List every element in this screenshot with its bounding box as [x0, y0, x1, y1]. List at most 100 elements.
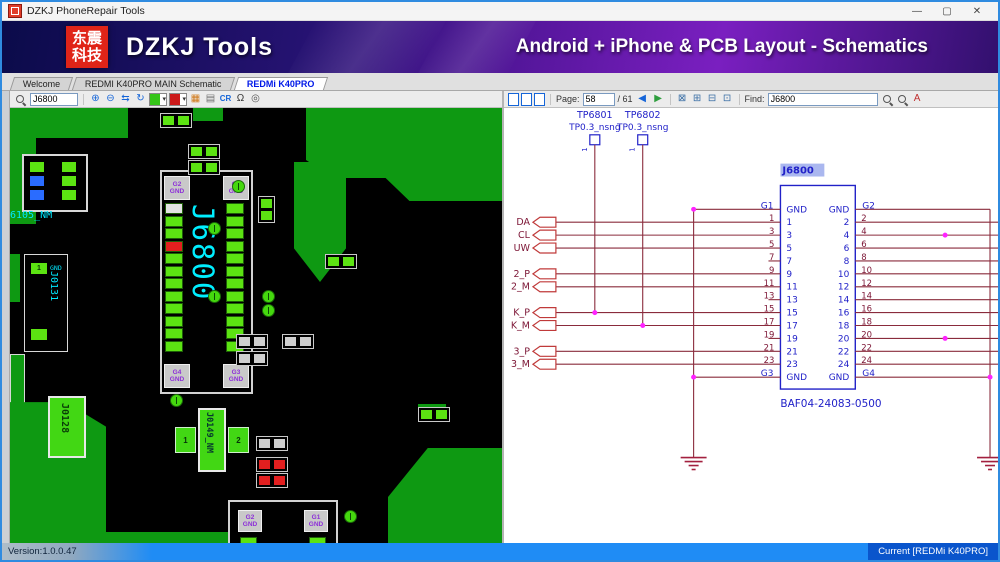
gnd-pad-g2[interactable]: G2 GND — [238, 510, 262, 532]
close-button[interactable]: ✕ — [972, 5, 982, 17]
pcb-pad[interactable] — [227, 216, 243, 226]
pcb-pad[interactable] — [227, 279, 243, 288]
pcb-pad[interactable] — [166, 341, 182, 351]
component-j0131[interactable]: 1 GND J0131 — [24, 254, 68, 352]
pcb-pad[interactable] — [227, 241, 243, 251]
print-icon[interactable] — [534, 92, 545, 106]
pcb-pad[interactable] — [227, 291, 243, 301]
pcb-pad[interactable] — [227, 329, 243, 338]
export-page-icon[interactable] — [508, 92, 519, 106]
pcb-pad[interactable] — [166, 204, 182, 213]
pcb-component[interactable] — [188, 144, 220, 159]
pcb-pad[interactable] — [227, 316, 243, 326]
pcb-search-input[interactable] — [30, 92, 78, 106]
flip-icon[interactable]: ⇆ — [121, 93, 130, 104]
fit-page-icon[interactable]: ⊠ — [677, 93, 687, 104]
pcb-component[interactable] — [256, 436, 288, 451]
rotate-icon[interactable]: ↻ — [136, 93, 145, 104]
pcb-component[interactable] — [160, 113, 192, 128]
pcb-pad[interactable] — [227, 254, 243, 263]
pcb-via — [208, 290, 221, 303]
layer-color-swatch[interactable]: ▾ — [149, 92, 167, 106]
minimize-button[interactable]: — — [912, 5, 922, 17]
pcb-connector-bottom[interactable]: G2 GND G1 GND — [228, 500, 338, 543]
pcb-component[interactable] — [418, 407, 450, 422]
pcb-component[interactable] — [325, 254, 357, 269]
copy-page-icon[interactable] — [521, 92, 532, 106]
pcb-toolbar: ⊕⊖⇆↻▾▾▦▤CRΩ◎ — [10, 91, 502, 108]
find-input[interactable] — [767, 92, 878, 106]
resistance-icon[interactable]: Ω — [236, 93, 245, 104]
pcb-component[interactable] — [256, 457, 288, 472]
tab-redmi-k40pro-main-schematic[interactable]: REDMI K40PRO MAIN Schematic — [72, 77, 236, 90]
component-j0128[interactable]: J0128 — [48, 396, 86, 458]
pcb-pad[interactable] — [227, 304, 243, 313]
toolbar-separator — [83, 93, 84, 105]
svg-text:12: 12 — [861, 278, 872, 288]
pcb-pad[interactable] — [166, 279, 182, 288]
pcb-pad[interactable] — [166, 229, 182, 238]
zoom-in-icon[interactable]: ⊕ — [91, 93, 100, 104]
component-6105[interactable] — [22, 154, 88, 212]
page-total: / 61 — [617, 94, 633, 104]
pcb-pad[interactable] — [166, 254, 182, 263]
pcb-pad[interactable] — [227, 229, 243, 238]
svg-text:2_P: 2_P — [513, 269, 530, 280]
gnd-pad-g2[interactable]: G2 GND — [164, 176, 190, 200]
component-j0149[interactable]: 1 J0149_NM 2 — [175, 408, 249, 472]
svg-text:17: 17 — [786, 321, 797, 331]
pcb-component[interactable] — [256, 473, 288, 488]
gnd-pad-g1[interactable]: G1 GND — [304, 510, 328, 532]
annotate-icon[interactable]: A — [913, 93, 921, 104]
component-6105-body — [24, 156, 86, 210]
svg-text:3_P: 3_P — [513, 346, 530, 357]
silkscreen-color-swatch[interactable]: ▾ — [169, 92, 187, 106]
prev-page-icon[interactable]: ◀ — [638, 93, 646, 104]
find-next-icon[interactable] — [881, 93, 894, 106]
grid-icon[interactable]: ▦ — [190, 93, 201, 104]
left-gutter — [2, 91, 10, 543]
zoom-in-icon[interactable]: ⊞ — [692, 93, 702, 104]
svg-text:G3: G3 — [761, 369, 774, 379]
pcb-pad[interactable] — [166, 316, 182, 326]
tab-redmi-k40pro[interactable]: REDMi K40PRO — [233, 77, 328, 90]
svg-text:23: 23 — [786, 360, 797, 370]
pcb-component[interactable] — [188, 160, 220, 175]
next-page-icon[interactable]: ▶ — [654, 93, 662, 104]
pcb-component[interactable] — [258, 196, 275, 223]
zoom-out-icon[interactable]: ⊟ — [707, 93, 717, 104]
pcb-pad[interactable] — [227, 266, 243, 276]
pcb-pad — [62, 176, 76, 186]
pcb-pad[interactable] — [166, 304, 182, 313]
pcb-component[interactable] — [282, 334, 314, 349]
pcb-pad[interactable] — [166, 329, 182, 338]
pcb-component[interactable] — [236, 351, 268, 366]
probe-icon[interactable]: ◎ — [251, 93, 260, 104]
pcb-pad[interactable] — [166, 266, 182, 276]
pcb-pad[interactable] — [227, 204, 243, 213]
svg-text:DA: DA — [516, 217, 530, 228]
pcb-canvas[interactable]: G2 GND G1 GND G4 GND G3 GND — [10, 108, 502, 543]
pcb-pad[interactable] — [166, 216, 182, 226]
pcb-via — [232, 180, 245, 193]
layers-icon[interactable]: ▤ — [205, 93, 216, 104]
fit-width-icon[interactable]: ⊡ — [722, 93, 732, 104]
page-input[interactable] — [582, 92, 615, 106]
highlight-all-icon[interactable] — [896, 93, 909, 106]
svg-text:UW: UW — [514, 243, 531, 254]
status-bar: Version:1.0.0.47 Current [REDMi K40PRO] — [2, 543, 998, 560]
pcb-component[interactable] — [236, 334, 268, 349]
pcb-pad — [30, 162, 44, 172]
zoom-out-icon[interactable]: ⊖ — [106, 93, 115, 104]
gnd-pad-g4[interactable]: G4 GND — [164, 364, 190, 388]
tab-welcome[interactable]: Welcome — [9, 77, 74, 90]
pcb-via — [262, 290, 275, 303]
pcb-pad[interactable] — [227, 341, 243, 351]
pcb-pad[interactable] — [166, 241, 182, 251]
maximize-button[interactable]: ▢ — [942, 5, 952, 17]
pcb-pad[interactable] — [166, 291, 182, 301]
component-ref-icon[interactable]: CR — [219, 94, 232, 103]
svg-text:14: 14 — [861, 291, 872, 301]
